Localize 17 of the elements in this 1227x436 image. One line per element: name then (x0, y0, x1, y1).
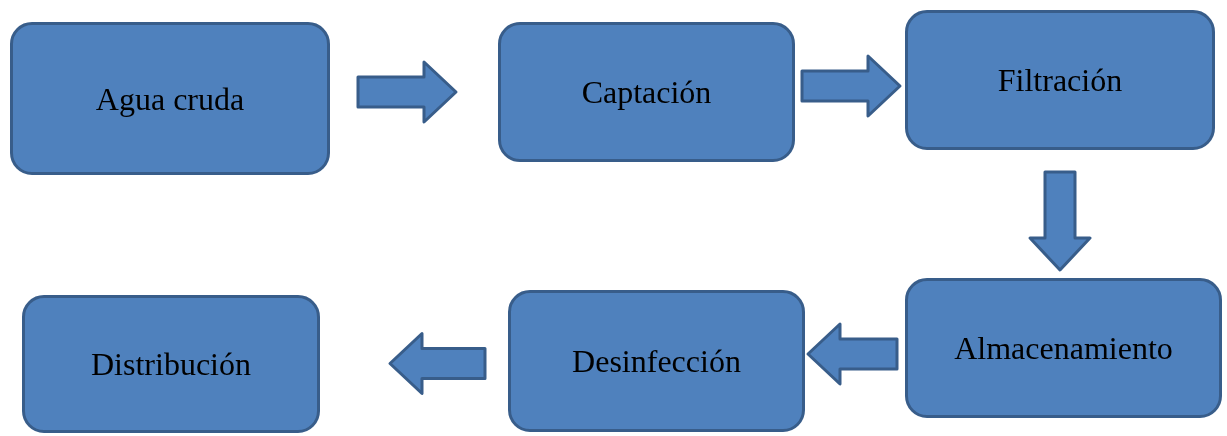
process-box (905, 278, 1222, 418)
block-arrow (1028, 170, 1092, 272)
process-box (498, 22, 795, 162)
box-label: Filtración (997, 61, 1123, 100)
process-box (905, 10, 1215, 150)
process-box (10, 22, 330, 175)
box-label: Desinfección (572, 342, 741, 381)
box-label: Captación (581, 73, 712, 112)
box-label: Almacenamiento (954, 329, 1173, 368)
block-arrow (388, 332, 487, 395)
block-arrow (800, 54, 902, 118)
box-label: Agua cruda (95, 79, 245, 119)
process-box (22, 295, 320, 433)
box-label: Distribución (91, 345, 251, 384)
block-arrow (356, 60, 458, 124)
process-box (508, 290, 805, 432)
block-arrow (806, 322, 899, 386)
